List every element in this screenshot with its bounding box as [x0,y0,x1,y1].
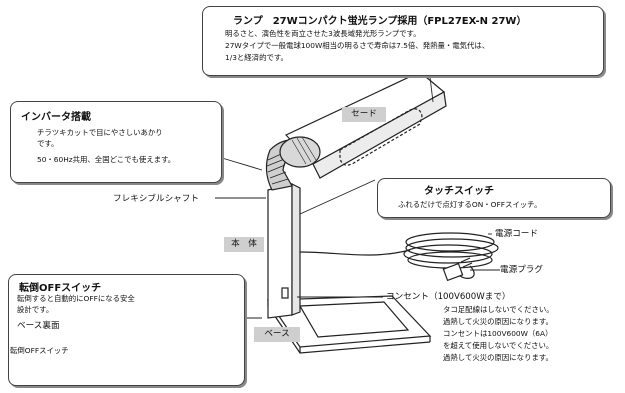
touch-switch-callout: タッチスイッチ ふれるだけで点灯するON・OFFスイッチ。 [377,178,611,218]
outlet-line-4: を超えて使用しないでください。 [443,341,554,350]
power-plug-label: 電源プラグ [500,265,543,275]
stand-side [291,183,301,316]
tipover-line-2: 設計です。 [17,305,54,314]
outlet-line-1: タコ足配線はしないでください。 [443,305,554,314]
inverter-line-1: チラツキカットで目にやさしいあかり [37,128,163,137]
lamp-title: ランプ 27Wコンパクト蛍光ランプ採用（FPL27EX-N 27W） [233,16,527,27]
lamp-line-3: 1/3と経済的です。 [225,53,288,62]
power-plug [442,262,464,282]
flexible-shaft-label: フレキシブルシャフト [113,194,199,204]
tipover-switch-button [281,287,289,299]
inverter-callout: インバータ搭載 チラツキカットで目にやさしいあかり です。 50・60Hz共用、… [10,101,222,183]
tipover-line-1: 転倒すると自動的にOFFになる安全 [17,294,135,303]
power-cord [299,249,411,256]
lamp-tube [339,108,423,166]
touch-switch-title: タッチスイッチ [424,186,494,197]
lamp-callout: ランプ 27Wコンパクト蛍光ランプ採用（FPL27EX-N 27W） 明るさと、… [202,6,604,76]
inverter-line-2: です。 [37,139,59,148]
body-label: 本 体 [224,237,264,252]
base-label: ベース [254,327,300,342]
lamp-line-2: 27Wタイプで一般電球100W相当の明るさで寿命は7.5倍、発熱量・電気代は、 [225,41,490,50]
outlet-line-3: コンセントは100V600W（6A） [443,329,553,338]
base-plate-recess [298,301,410,338]
inverter-line-3: 50・60Hz共用、全国どこでも使えます。 [37,155,176,164]
tipover-switch-label: 転倒OFFスイッチ [10,346,69,355]
shade-label: セード [342,107,386,122]
tipover-callout: 転倒OFFスイッチ 転倒すると自動的にOFFになる安全 設計です。 ベース裏面 [8,274,245,386]
tipover-title: 転倒OFFスイッチ [19,283,102,294]
outlet-title: コンセント（100V600Wまで） [386,292,511,302]
inverter-title: インバータ搭載 [21,112,91,123]
touch-switch-line-1: ふれるだけで点灯するON・OFFスイッチ。 [398,200,542,209]
outlet-line-2: 過熱して火災の原因になります。 [443,317,553,326]
outlet-line-5: 過熱して火災の原因になります。 [443,353,553,362]
power-cord-label: 電源コード [495,229,538,239]
lamp-line-1: 明るさと、演色性を両立させた3波長域発光形ランプです。 [225,29,421,38]
base-bottom-label: ベース裏面 [17,321,60,331]
